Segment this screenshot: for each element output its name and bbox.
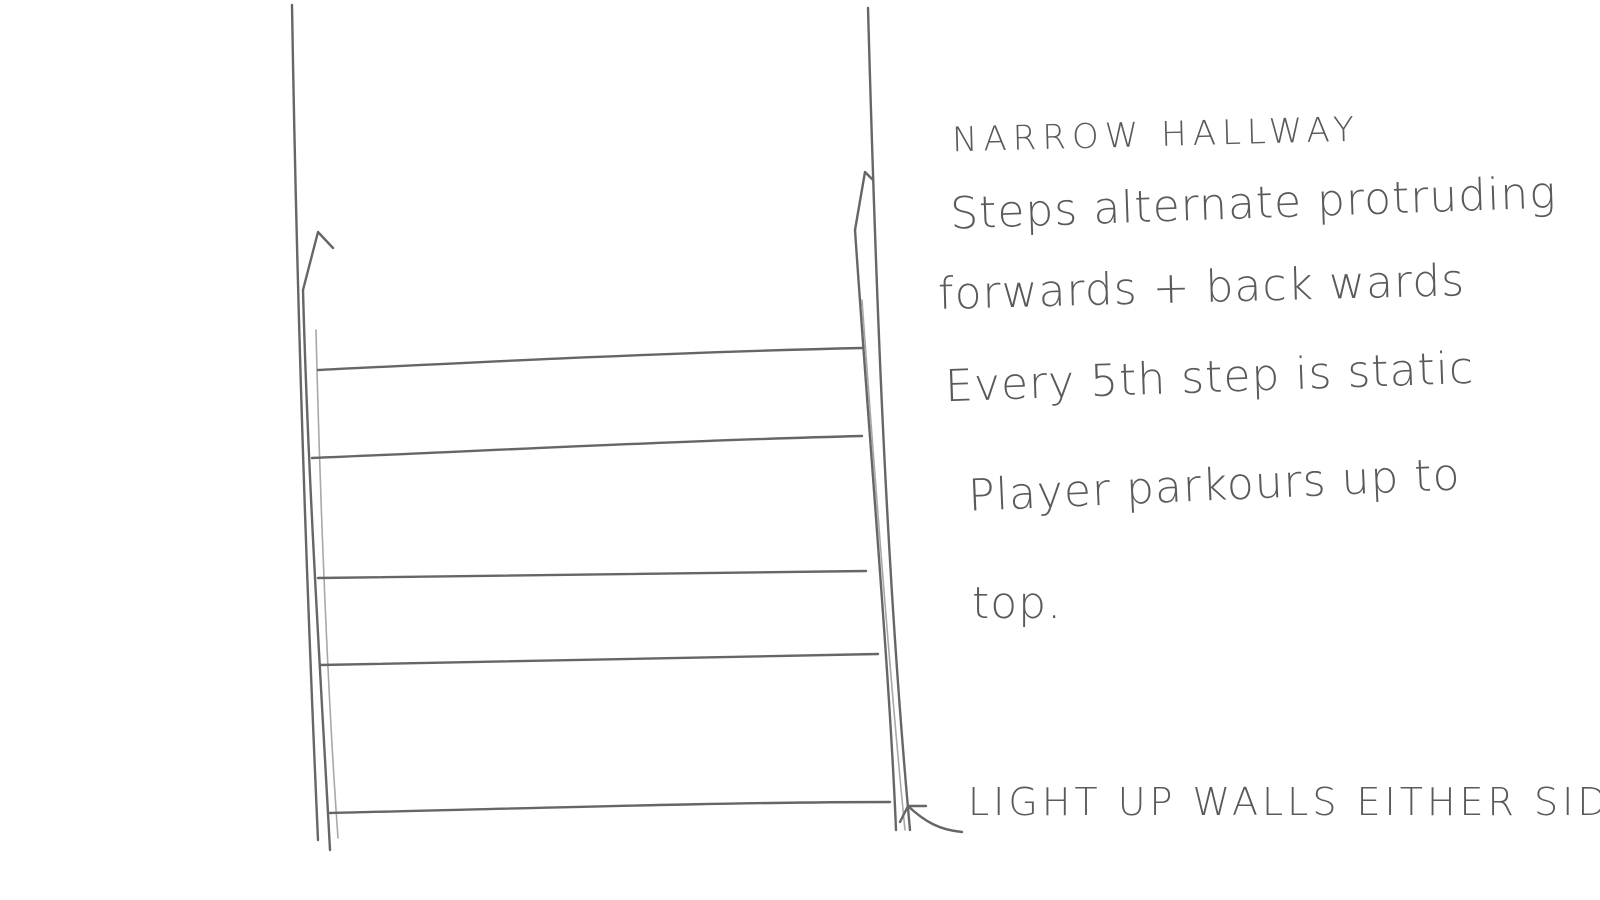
note-line-5: top. [972, 578, 1063, 629]
right-lightup-wall [853, 228, 898, 832]
walls-label: LIGHT UP WALLS EITHER SIDE [968, 780, 1600, 824]
left-inner-wall-trace [315, 329, 339, 839]
step-line [310, 434, 864, 460]
left-lightup-wall [301, 288, 332, 852]
step-line [316, 569, 868, 580]
right-lightup-arrowhead [853, 170, 875, 232]
right-outer-wall [866, 6, 912, 832]
step-line [318, 652, 880, 667]
step-line [316, 346, 864, 372]
step-line [328, 800, 892, 815]
left-outer-wall [290, 3, 320, 842]
left-lightup-arrowhead [301, 230, 335, 292]
walls-pointer-arrow [898, 804, 964, 834]
right-inner-wall-trace [861, 299, 906, 831]
